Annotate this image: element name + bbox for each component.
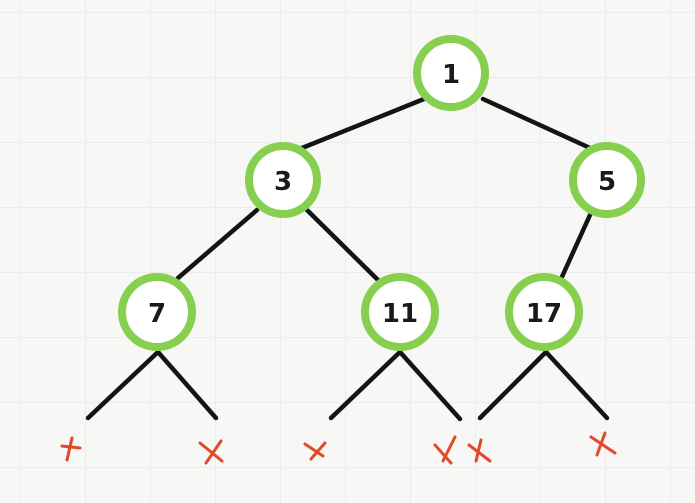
tree-node: 5 [569,142,645,218]
edge-3-11 [304,207,383,285]
null-branches [85,349,610,422]
node-circle [118,273,196,351]
null-branch-11-left [328,349,403,421]
node-label: 5 [598,167,616,197]
node-circle [413,35,489,111]
null-markers [60,431,617,465]
null-branch-7-right [155,349,219,421]
node-circle [569,142,645,218]
null-branch-11-right [397,349,463,422]
node-circle [245,142,321,218]
null-cross-icon [198,439,224,465]
null-cross-icon [589,431,617,457]
edge-5-17 [558,212,593,282]
null-branch-7-left [85,349,161,421]
tree-node: 7 [118,273,196,351]
node-label: 7 [148,299,166,329]
node-label: 3 [274,167,292,197]
edge-1-5 [480,96,593,151]
node-label: 11 [382,299,418,329]
tree-node: 17 [505,273,583,351]
null-branch-17-right [543,349,610,421]
null-cross-icon [467,438,492,463]
tree-nodes: 1 3 5 7 11 17 [118,35,645,351]
null-branch-17-left [477,349,549,421]
node-label: 1 [442,60,460,90]
tree-node: 11 [361,273,439,351]
edge-1-3 [299,96,427,151]
tree-node: 3 [245,142,321,218]
node-circle [361,273,439,351]
null-cross-icon [60,436,82,462]
edge-3-7 [175,207,260,281]
null-cross-icon [433,435,457,465]
tree-edges [175,96,593,285]
node-label: 17 [526,299,562,329]
node-circle [505,273,583,351]
tree-node: 1 [413,35,489,111]
null-cross-icon [303,441,327,461]
